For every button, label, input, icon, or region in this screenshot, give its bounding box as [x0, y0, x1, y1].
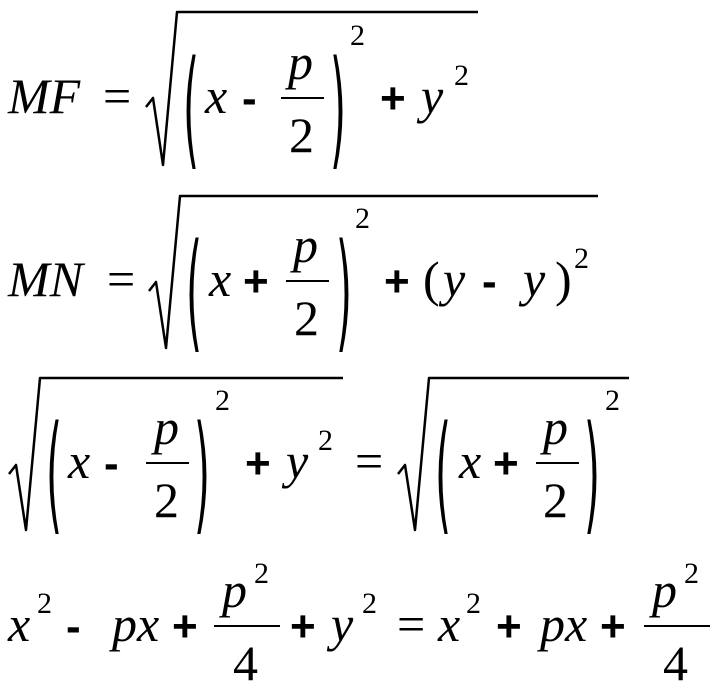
- eq3-lparen-left: (: [46, 400, 62, 548]
- eq4-plus2: +: [290, 602, 316, 651]
- eq1-rparen: ): [330, 35, 346, 183]
- eq1-frac-den: 2: [289, 107, 314, 163]
- eq2-lparen-small: (: [423, 251, 440, 307]
- eq2-frac-num: p: [290, 217, 318, 273]
- eq2-exp-last: 2: [574, 242, 589, 275]
- eq1-equals: =: [103, 68, 131, 124]
- eq4-exp-x1: 2: [37, 587, 52, 620]
- eq4-plus1: +: [172, 602, 198, 651]
- eq3-rparen-right: ): [584, 400, 600, 548]
- eq1-var-x: x: [204, 68, 227, 124]
- eq2-plus: +: [243, 257, 269, 306]
- eq2-rparen-small: ): [555, 251, 572, 307]
- eq4-frac1-num: p: [219, 562, 247, 618]
- eq3-exp-left: 2: [215, 384, 230, 417]
- eq4-frac2-num: p: [649, 562, 677, 618]
- eq3-sqrt-sign-right: [397, 376, 629, 532]
- eq2-var-x: x: [208, 251, 231, 307]
- eq2-sqrt-sign: [148, 194, 598, 350]
- equation-equality: ( x - p 2 ) 2 + y 2 = ( x + p 2 ) 2: [8, 376, 629, 548]
- eq4-term-px2: px: [537, 596, 587, 652]
- eq2-lparen: (: [186, 218, 202, 366]
- eq4-equals: =: [397, 596, 425, 652]
- eq3-equals: =: [355, 433, 383, 489]
- eq2-plus2: +: [384, 257, 410, 306]
- eq1-var-y: y: [416, 68, 444, 124]
- eq1-lparen: (: [183, 35, 199, 183]
- eq4-term-px1: px: [109, 596, 159, 652]
- equation-mf: MF = ( x - p 2 ) 2 + y 2: [7, 10, 478, 183]
- equation-expanded: x 2 - px + p 2 4 + y 2 = x 2 + px + p 2 …: [7, 557, 710, 691]
- eq4-minus: -: [66, 602, 81, 651]
- eq4-var-y: y: [326, 596, 354, 652]
- eq2-frac-den: 2: [294, 290, 319, 346]
- eq3-frac-num-right: p: [540, 399, 568, 455]
- eq1-lhs: MF: [7, 68, 81, 124]
- eq3-rparen-left: ): [194, 400, 210, 548]
- eq3-plus: +: [245, 439, 271, 488]
- eq4-exp-x2: 2: [466, 587, 481, 620]
- eq3-frac-den-right: 2: [543, 472, 568, 528]
- eq2-exp-outer: 2: [355, 202, 370, 235]
- eq1-sqrt-sign: [145, 10, 478, 167]
- eq2-rparen: ): [336, 218, 352, 366]
- eq3-lparen-right: (: [435, 400, 451, 548]
- eq4-frac1-num-exp: 2: [254, 557, 269, 590]
- eq1-minus: -: [242, 74, 257, 123]
- eq3-exp-y: 2: [318, 424, 333, 457]
- eq1-exp-outer: 2: [350, 19, 365, 52]
- eq3-var-y: y: [281, 433, 309, 489]
- eq2-lhs: MN: [7, 251, 86, 307]
- eq3-var-x-right: x: [458, 433, 481, 489]
- eq3-frac-den-left: 2: [154, 472, 179, 528]
- eq4-frac2-den: 4: [663, 635, 688, 691]
- eq4-frac1-den: 4: [233, 635, 258, 691]
- eq1-frac-num: p: [285, 34, 313, 90]
- eq4-exp-y: 2: [362, 587, 377, 620]
- eq2-var-y2: y: [518, 251, 546, 307]
- eq1-plus: +: [380, 74, 406, 123]
- eq3-exp-right: 2: [605, 384, 620, 417]
- eq3-sqrt-sign-left: [8, 376, 343, 532]
- eq4-frac2-num-exp: 2: [684, 557, 699, 590]
- eq3-frac-num-left: p: [151, 399, 179, 455]
- eq4-var-x2: x: [437, 596, 460, 652]
- eq3-var-x-left: x: [67, 433, 90, 489]
- eq4-plus3: +: [496, 602, 522, 651]
- eq1-exp-y: 2: [454, 59, 469, 92]
- eq4-plus4: +: [600, 602, 626, 651]
- eq2-minus: -: [482, 257, 497, 306]
- equation-mn: MN = ( x + p 2 ) 2 + ( y - y ) 2: [7, 194, 598, 366]
- eq2-equals: =: [107, 251, 135, 307]
- eq2-var-y1: y: [438, 251, 466, 307]
- eq3-plus-right: +: [493, 439, 519, 488]
- eq4-var-x1: x: [7, 596, 30, 652]
- eq3-minus: -: [104, 439, 119, 488]
